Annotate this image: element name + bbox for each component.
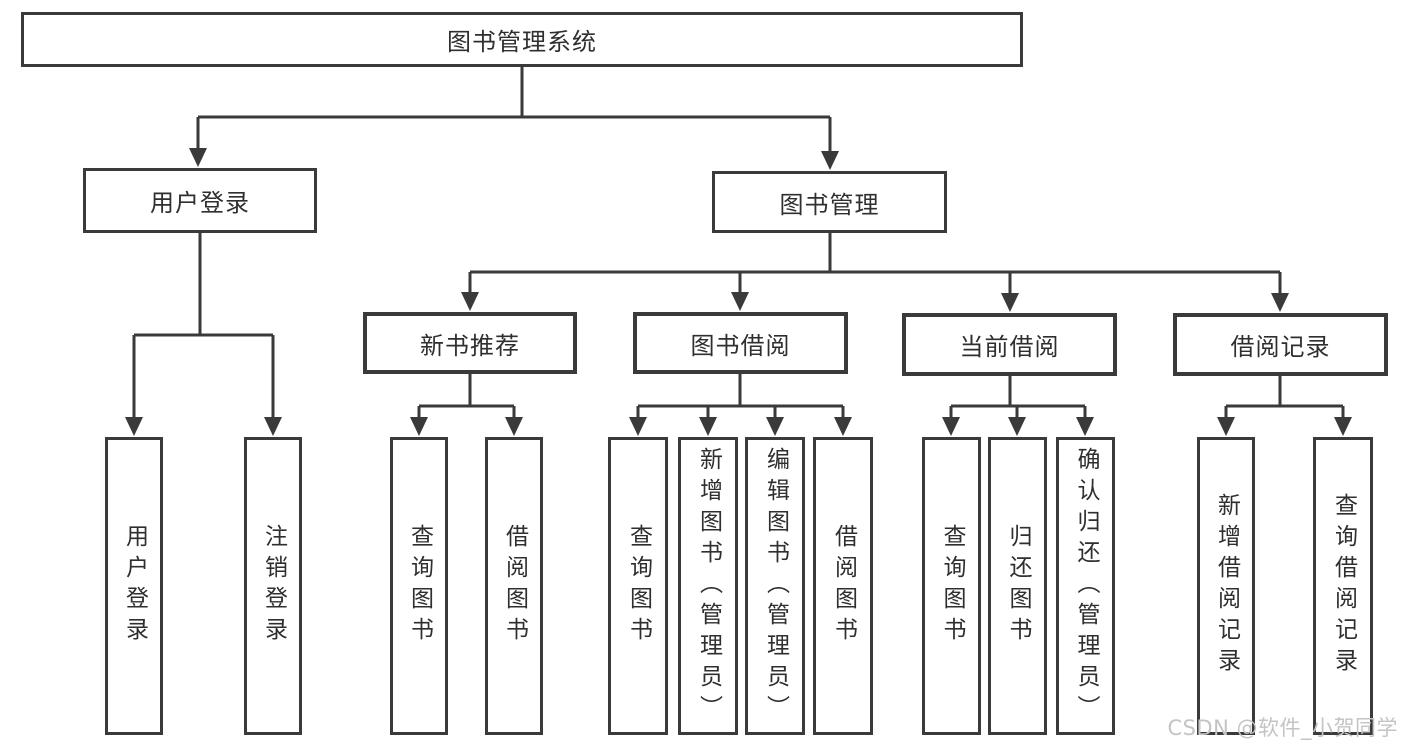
- leaf-return-book-label: 归还图书: [1005, 524, 1031, 648]
- arrow-icon: [1334, 417, 1352, 436]
- leaf-query-borrow-record-label: 查询借阅记录: [1330, 493, 1357, 679]
- leaf-logout: 注销登录: [244, 437, 302, 735]
- arrow-icon: [629, 417, 647, 436]
- edge-root-to-level2: [196, 67, 832, 153]
- edge-user-login-to-leaves: [132, 233, 275, 419]
- edge-borrow-record-to-leaves: [1224, 376, 1345, 419]
- node-borrow-record-label: 借阅记录: [1230, 333, 1331, 361]
- leaf-query-books-borrow-label: 查询图书: [625, 524, 652, 648]
- leaf-query-books-rec-label: 查询图书: [406, 524, 433, 648]
- node-root: 图书管理系统: [21, 12, 1023, 67]
- watermark-text: CSDN @软件_小贺同学: [1167, 716, 1398, 740]
- node-book-borrow: 图书借阅: [633, 312, 848, 374]
- arrow-icon: [1271, 293, 1289, 312]
- arrow-icon: [821, 151, 839, 170]
- leaf-query-borrow-record: 查询借阅记录: [1313, 437, 1373, 735]
- node-book-borrow-label: 图书借阅: [690, 331, 791, 360]
- leaf-user-login: 用户登录: [105, 437, 163, 735]
- leaf-query-books-current: 查询图书: [922, 437, 981, 735]
- leaf-add-borrow-record: 新增借阅记录: [1197, 437, 1255, 735]
- edge-book-mgmt-to-level3: [468, 233, 1282, 295]
- arrow-icon: [1008, 417, 1026, 436]
- leaf-add-book-admin-label: 新增图书（管理员）: [695, 446, 722, 726]
- leaf-borrow-books-rec-label: 借阅图书: [501, 524, 528, 648]
- arrowheads: [125, 148, 1352, 436]
- arrow-icon: [766, 417, 784, 436]
- arrow-icon: [189, 148, 207, 167]
- leaf-add-borrow-record-label: 新增借阅记录: [1213, 493, 1240, 679]
- arrow-icon: [699, 417, 717, 436]
- leaf-return-book: 归还图书: [988, 437, 1047, 735]
- node-book-mgmt: 图书管理: [712, 171, 947, 233]
- leaf-logout-label: 注销登录: [260, 524, 287, 648]
- arrow-icon: [461, 292, 479, 311]
- leaf-borrow-books-label: 借阅图书: [830, 524, 857, 648]
- node-new-book-rec: 新书推荐: [363, 312, 577, 374]
- node-root-label: 图书管理系统: [447, 28, 597, 56]
- arrow-icon: [731, 292, 749, 311]
- leaf-confirm-return-admin-label: 确认归还（管理员）: [1073, 446, 1099, 726]
- leaf-query-books-current-label: 查询图书: [939, 524, 965, 648]
- edge-book-borrow-to-leaves: [636, 374, 845, 419]
- arrow-icon: [1001, 293, 1019, 312]
- leaf-user-login-label: 用户登录: [121, 524, 148, 648]
- edge-new-book-rec-to-leaves: [417, 374, 516, 419]
- arrow-icon: [505, 417, 523, 436]
- leaf-add-book-admin: 新增图书（管理员）: [678, 437, 738, 735]
- node-book-mgmt-label: 图书管理: [779, 190, 880, 219]
- arrow-icon: [264, 417, 282, 436]
- edge-current-borrow-to-leaves: [949, 376, 1087, 419]
- arrow-icon: [1217, 417, 1235, 436]
- leaf-edit-book-admin: 编辑图书（管理员）: [745, 437, 805, 735]
- node-user-login: 用户登录: [83, 168, 317, 233]
- leaf-query-books-rec: 查询图书: [390, 437, 448, 735]
- arrow-icon: [410, 417, 428, 436]
- arrow-icon: [1076, 417, 1094, 436]
- leaf-confirm-return-admin: 确认归还（管理员）: [1056, 437, 1115, 735]
- arrow-icon: [834, 417, 852, 436]
- leaf-borrow-books: 借阅图书: [813, 437, 873, 735]
- node-current-borrow-label: 当前借阅: [959, 333, 1060, 361]
- arrow-icon: [942, 417, 960, 436]
- leaf-borrow-books-rec: 借阅图书: [485, 437, 543, 735]
- arrow-icon: [125, 417, 143, 436]
- node-new-book-rec-label: 新书推荐: [420, 331, 520, 360]
- leaf-edit-book-admin-label: 编辑图书（管理员）: [762, 446, 789, 726]
- node-user-login-label: 用户登录: [150, 189, 250, 217]
- node-current-borrow: 当前借阅: [902, 313, 1117, 376]
- node-borrow-record: 借阅记录: [1173, 313, 1388, 376]
- leaf-query-books-borrow: 查询图书: [608, 437, 668, 735]
